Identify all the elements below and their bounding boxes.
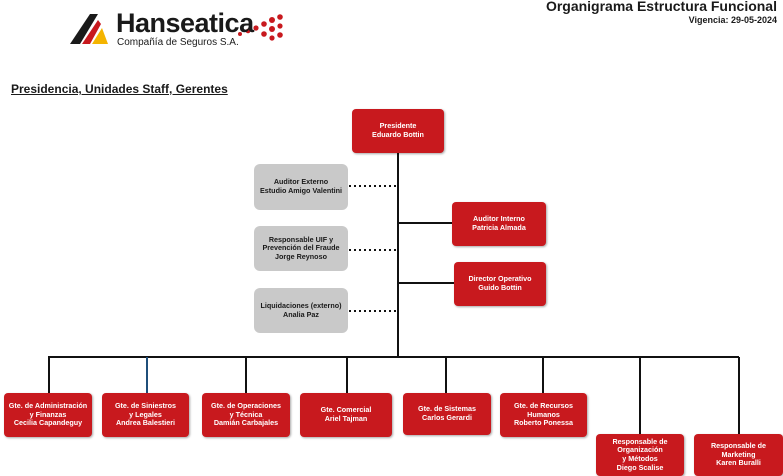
marketing-box: Responsable de Marketing Karen Buralli [694,434,783,476]
brand-subtitle: Compañía de Seguros S.A. [117,37,239,48]
manager-role-line1: Gte. de Administración [8,401,88,411]
org-methods-line2: Organización [617,445,663,455]
external-auditor-role: Auditor Externo [273,177,329,187]
org-methods-line3: y Métodos [622,454,658,463]
president-role: Presidente [379,121,417,131]
operations-director-role: Director Operativo [468,274,532,284]
section-title: Presidencia, Unidades Staff, Gerentes [11,82,228,96]
logo-yellow-stripe [92,28,108,44]
manager-role-line1: Gte. Comercial [320,405,372,415]
liquidations-name: Analia Paz [283,309,319,319]
manager-role-line2: y Finanzas [29,409,67,419]
manager-name: Roberto Ponessa [513,418,574,428]
org-methods-name: Diego Scalise [616,462,664,472]
internal-auditor-role: Auditor Interno [473,214,525,224]
manager-name: Andrea Balestieri [115,418,176,428]
uif-role-line2: Prevención del Fraude [262,243,340,253]
manager-role-line1: Gte. de Operaciones [211,401,281,411]
uif-box: Responsable UIF y Prevención del Fraude … [254,226,348,271]
logo-black-stripe [70,14,98,44]
marketing-name: Karen Buralli [716,458,761,468]
manager-box-operations: Gte. de Operaciones y Técnica Damián Car… [202,393,290,437]
manager-box-commercial: Gte. Comercial Ariel Tajman [300,393,392,437]
org-methods-line1: Responsable de [612,436,668,446]
logo-dots-icon [238,14,283,41]
manager-name: Damián Carbajales [213,418,279,428]
marketing-line2: Marketing [721,449,756,459]
manager-name: Cecilia Capandeguy [13,418,83,428]
internal-auditor-name: Patricia Almada [472,223,526,232]
operations-director-name: Guido Bottin [478,283,522,292]
company-logo [70,14,283,44]
liquidations-box: Liquidaciones (externo) Analia Paz [254,288,348,333]
manager-role-line2: Humanos [527,409,560,419]
president-box: Presidente Eduardo Bottin [352,109,444,153]
manager-role-line2: y Técnica [229,409,263,419]
operations-director-box: Director Operativo Guido Bottin [454,262,546,306]
liquidations-role: Liquidaciones (externo) [260,300,342,310]
manager-box-admin: Gte. de Administración y Finanzas Cecili… [4,393,92,437]
document-title: Organigrama Estructura Funcional [545,0,777,14]
uif-role-line1: Responsable UIF y [268,234,334,244]
manager-name: Carlos Gerardi [422,413,472,422]
president-name: Eduardo Bottin [372,130,424,139]
manager-role-line1: Gte. de Recursos [513,401,574,411]
manager-role-line1: Gte. de Siniestros [114,401,177,411]
manager-box-systems: Gte. de Sistemas Carlos Gerardi [403,393,491,435]
manager-box-claims: Gte. de Siniestros y Legales Andrea Bale… [102,393,189,437]
manager-role-line2: y Legales [129,409,162,419]
manager-role-line1: Gte. de Sistemas [418,404,476,414]
document-date: Vigencia: 29-05-2024 [688,15,777,25]
marketing-line1: Responsable de [710,441,767,451]
manager-box-hr: Gte. de Recursos Humanos Roberto Ponessa [500,393,587,437]
external-auditor-box: Auditor Externo Estudio Amigo Valentini [254,164,348,210]
external-auditor-name: Estudio Amigo Valentini [260,186,342,195]
internal-auditor-box: Auditor Interno Patricia Almada [452,202,546,246]
uif-name: Jorge Reynoso [275,251,327,261]
org-methods-box: Responsable de Organización y Métodos Di… [596,434,684,476]
manager-name: Ariel Tajman [324,414,368,423]
brand-name: Hanseatica [116,8,254,38]
logo-red-stripe [82,20,101,44]
